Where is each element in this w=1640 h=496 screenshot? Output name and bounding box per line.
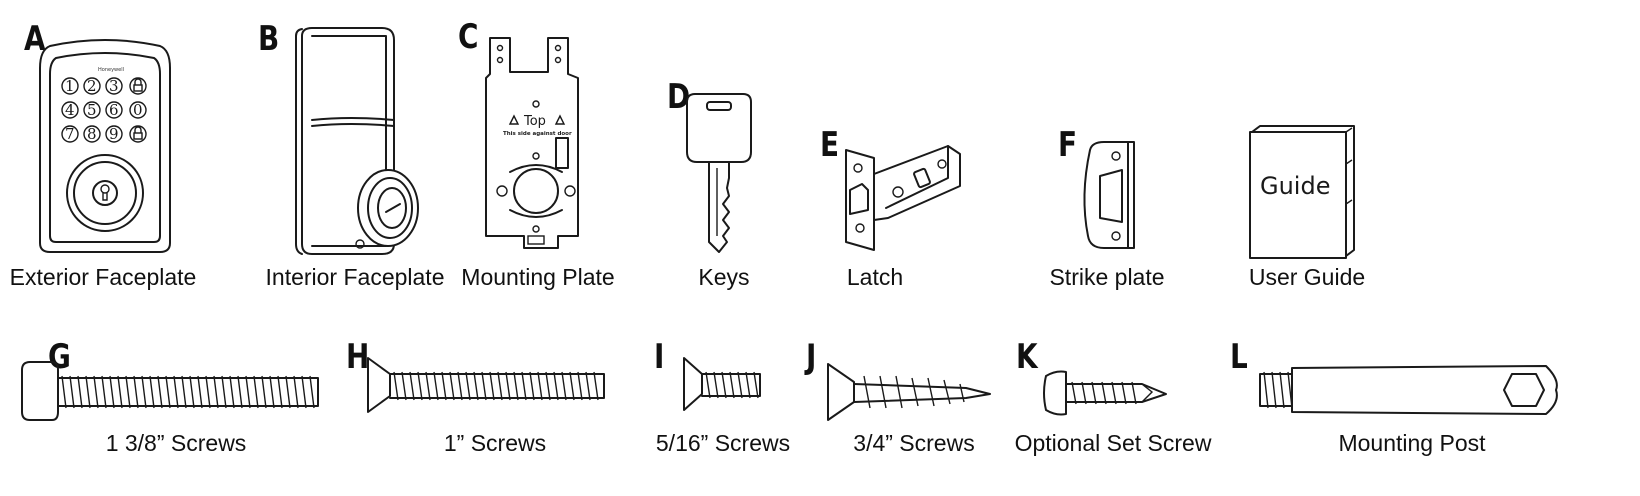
keypad-key-3: 3 xyxy=(109,77,119,95)
keypad: 1 2 3 4 5 6 0 7 8 9 xyxy=(61,77,147,143)
keypad-key-5: 5 xyxy=(87,101,97,119)
part-label-d: Keys xyxy=(698,264,750,290)
strike-plate-illustration xyxy=(1083,141,1135,249)
part-label-h-text: 1” Screws xyxy=(443,430,547,456)
part-label-i: 5/16” Screws xyxy=(655,430,791,456)
part-letter-b: B xyxy=(258,19,280,59)
set-screw-illustration xyxy=(1043,370,1167,416)
part-letter-k: K xyxy=(1016,337,1038,377)
faceplate-brand: Honeywell xyxy=(98,67,124,73)
interior-faceplate-illustration xyxy=(295,27,419,255)
mounting-plate-top-text: Top xyxy=(523,114,546,129)
part-label-e: Latch xyxy=(846,264,904,290)
latch-illustration xyxy=(845,145,961,251)
part-letter-l: L xyxy=(1230,337,1248,377)
part-letter-e: E xyxy=(820,125,840,165)
part-letter-c: C xyxy=(458,17,479,57)
keypad-key-2: 2 xyxy=(87,77,97,95)
keypad-key-6: 6 xyxy=(109,101,119,119)
part-label-k: Optional Set Screw xyxy=(1014,430,1212,456)
mounting-post-illustration xyxy=(1259,365,1558,415)
user-guide-book-illustration: Guide xyxy=(1249,125,1355,259)
keypad-key-7: 7 xyxy=(65,125,75,143)
keypad-key-9: 9 xyxy=(109,125,119,143)
unlock-key-icon xyxy=(129,125,147,143)
screw-5-16-illustration xyxy=(683,357,761,411)
key-illustration xyxy=(686,93,752,253)
keypad-key-8: 8 xyxy=(87,125,97,143)
screw-3-4-illustration xyxy=(827,363,991,421)
part-label-g: 1 3/8” Screws xyxy=(105,430,247,456)
keypad-key-4: 4 xyxy=(65,101,75,119)
mounting-plate-illustration: Top This side against door xyxy=(485,37,579,249)
part-letter-i: I xyxy=(654,337,665,377)
part-label-l: Mounting Post xyxy=(1338,430,1486,456)
part-label-f: Strike plate xyxy=(1049,264,1165,290)
screw-1-3-8-illustration xyxy=(21,361,319,421)
mounting-plate-note: This side against door xyxy=(503,131,572,137)
keypad-key-0: 0 xyxy=(133,101,143,119)
part-letter-f: F xyxy=(1058,125,1078,165)
part-label-user-guide: User Guide xyxy=(1248,264,1366,290)
part-label-c: Mounting Plate xyxy=(461,264,615,290)
part-letter-a: A xyxy=(24,19,46,59)
part-label-j: 3/4” Screws xyxy=(853,430,975,456)
exterior-faceplate-illustration: Honeywell 1 2 3 4 5 6 0 7 8 9 xyxy=(39,39,171,253)
part-letter-g: G xyxy=(48,337,71,377)
part-letter-d: D xyxy=(667,77,691,117)
part-label-b: Interior Faceplate xyxy=(265,264,445,290)
part-letter-j: J xyxy=(806,337,817,377)
lock-key-icon xyxy=(129,77,147,95)
guide-cover-text: Guide xyxy=(1260,172,1330,200)
screw-1-inch-illustration xyxy=(367,357,605,413)
part-letter-h: H xyxy=(346,337,370,377)
part-label-a: Exterior Faceplate xyxy=(9,264,197,290)
keypad-key-1: 1 xyxy=(65,77,75,95)
